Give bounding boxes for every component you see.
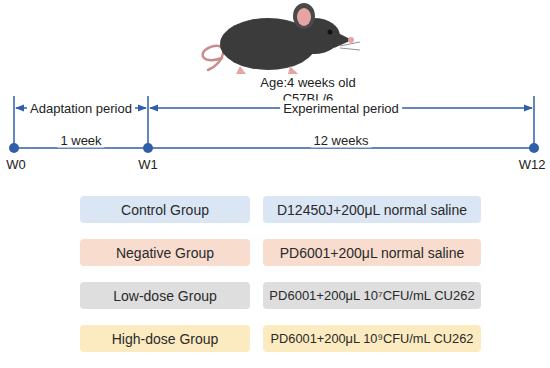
box-text: PD6001+200μL 10⁷CFU/mL CU262 (269, 288, 474, 303)
box-text: Negative Group (116, 245, 214, 261)
timeline-label: 1 week (57, 133, 104, 148)
box-text: Control Group (121, 202, 209, 218)
box-text: PD6001+200μL 10⁹CFU/mL CU262 (271, 331, 474, 346)
group-box: Low-dose Group (80, 282, 250, 309)
timeline-label: Age:4 weeks old (257, 75, 358, 90)
timeline-label: W0 (3, 157, 29, 172)
box-text: Low-dose Group (113, 288, 217, 304)
box-text: D12450J+200μL normal saline (277, 202, 467, 218)
group-box: High-dose Group (80, 325, 250, 352)
timeline-label: W12 (516, 157, 549, 172)
timeline (9, 96, 539, 153)
timeline-label: Adaptation period (27, 101, 135, 116)
treatment-box: PD6001+200μL normal saline (263, 239, 481, 266)
treatment-box: D12450J+200μL normal saline (263, 196, 481, 223)
treatment-box: PD6001+200μL 10⁹CFU/mL CU262 (263, 325, 481, 352)
timeline-label: W1 (135, 157, 161, 172)
group-box: Control Group (80, 196, 250, 223)
group-box: Negative Group (80, 239, 250, 266)
timeline-label: Experimental period (280, 101, 402, 116)
mouse-illustration (203, 3, 360, 74)
treatment-box: PD6001+200μL 10⁷CFU/mL CU262 (263, 282, 481, 309)
box-text: High-dose Group (112, 331, 219, 347)
timeline-label: 12 weeks (311, 133, 372, 148)
box-text: PD6001+200μL normal saline (280, 245, 465, 261)
